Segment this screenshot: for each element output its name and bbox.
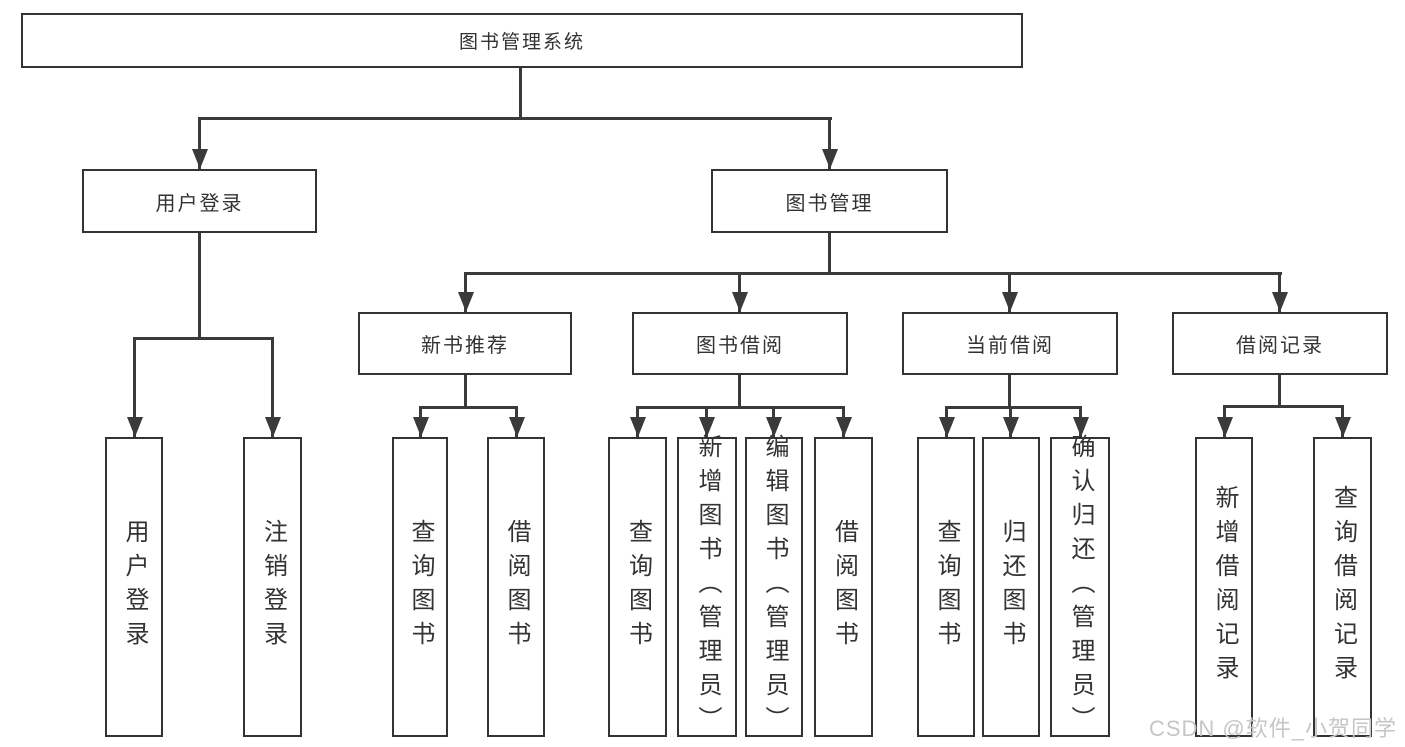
- leaf-br-query-record: 查询借阅记录: [1313, 437, 1372, 737]
- csdn-watermark: CSDN @软件_小贺同学: [1148, 716, 1397, 741]
- arrow-to-leaf-logout: [264, 337, 281, 437]
- leaf-cb-confirm-return: 确认归还（管理员）: [1050, 434, 1110, 740]
- connector-root-stub: [519, 68, 522, 117]
- node-root-label: 图书管理系统: [458, 32, 585, 53]
- node-user-login-label: 用户登录: [155, 192, 244, 215]
- connector-br-horizontal: [1223, 405, 1344, 408]
- arrow-to-borrow-record: [1271, 272, 1288, 312]
- node-current-borrow: 当前借阅: [902, 312, 1118, 375]
- node-root: 图书管理系统: [21, 13, 1023, 68]
- arrow-cb-confirm-return: [1072, 406, 1089, 437]
- connector-bb-horizontal: [636, 406, 845, 409]
- connector-cb-stub: [1008, 375, 1011, 406]
- leaf-nbr-query-book: 查询图书: [392, 437, 448, 737]
- leaf-br-add-record: 新增借阅记录: [1195, 437, 1253, 737]
- node-new-book-recommend-label: 新书推荐: [421, 335, 509, 357]
- connector-nbr-stub: [464, 375, 467, 406]
- leaf-cb-return-book-label: 归还图书: [998, 519, 1025, 655]
- arrow-bb-add-book: [698, 406, 715, 437]
- arrow-to-book-borrow: [731, 272, 748, 312]
- leaf-logout: 注销登录: [243, 437, 302, 737]
- connector-nbr-horizontal: [419, 406, 518, 409]
- arrow-bb-query-book: [629, 406, 646, 437]
- leaf-bb-borrow-book-label: 借阅图书: [830, 519, 858, 655]
- leaf-nbr-borrow-book-label: 借阅图书: [503, 519, 530, 655]
- node-borrow-record: 借阅记录: [1172, 312, 1388, 375]
- connector-book-mgmt-stub: [828, 233, 831, 272]
- leaf-user-login-label: 用户登录: [121, 519, 148, 655]
- leaf-user-login: 用户登录: [105, 437, 163, 737]
- leaf-cb-query-book-label: 查询图书: [933, 519, 960, 655]
- leaf-bb-edit-book: 编辑图书（管理员）: [745, 434, 803, 740]
- arrow-nbr-query-book: [412, 406, 429, 437]
- leaf-bb-add-book-label: 新增图书（管理员）: [694, 434, 721, 740]
- connector-user-login-stub: [198, 233, 201, 337]
- leaf-cb-return-book: 归还图书: [982, 437, 1040, 737]
- leaf-logout-label: 注销登录: [259, 519, 287, 655]
- leaf-br-query-record-label: 查询借阅记录: [1329, 485, 1357, 689]
- node-book-borrow-label: 图书借阅: [696, 335, 784, 357]
- arrow-to-new-book-rec: [457, 272, 474, 312]
- arrow-bb-borrow-book: [835, 406, 852, 437]
- connector-cb-horizontal: [945, 406, 1082, 409]
- arrow-br-query-record: [1334, 405, 1351, 437]
- node-borrow-record-label: 借阅记录: [1236, 335, 1324, 357]
- leaf-bb-query-book-label: 查询图书: [624, 519, 652, 655]
- arrow-to-leaf-user-login: [126, 337, 143, 437]
- connector-level1-horizontal: [198, 117, 832, 120]
- arrow-br-add-record: [1216, 405, 1233, 437]
- connector-bb-stub: [738, 375, 741, 406]
- connector-user-login-horizontal: [133, 337, 274, 340]
- leaf-bb-edit-book-label: 编辑图书（管理员）: [761, 434, 788, 740]
- leaf-nbr-query-book-label: 查询图书: [407, 519, 434, 655]
- node-user-login: 用户登录: [82, 169, 317, 233]
- leaf-br-add-record-label: 新增借阅记录: [1211, 485, 1238, 689]
- arrow-to-current-borrow: [1001, 272, 1018, 312]
- connector-br-stub: [1278, 375, 1281, 405]
- leaf-cb-query-book: 查询图书: [917, 437, 975, 737]
- node-current-borrow-label: 当前借阅: [966, 335, 1054, 357]
- arrow-to-user-login: [191, 117, 208, 169]
- leaf-bb-query-book: 查询图书: [608, 437, 667, 737]
- arrow-cb-return-book: [1002, 406, 1019, 437]
- node-book-borrow: 图书借阅: [632, 312, 848, 375]
- leaf-nbr-borrow-book: 借阅图书: [487, 437, 545, 737]
- connector-level3-horizontal: [464, 272, 1282, 275]
- arrow-to-book-mgmt: [821, 117, 838, 169]
- node-book-mgmt-label: 图书管理: [785, 192, 874, 215]
- node-book-mgmt: 图书管理: [711, 169, 948, 233]
- arrow-nbr-borrow-book: [508, 406, 525, 437]
- arrow-cb-query-book: [938, 406, 955, 437]
- leaf-bb-add-book: 新增图书（管理员）: [677, 434, 737, 740]
- leaf-cb-confirm-return-label: 确认归还（管理员）: [1067, 434, 1094, 740]
- leaf-bb-borrow-book: 借阅图书: [814, 437, 873, 737]
- arrow-bb-edit-book: [765, 406, 782, 437]
- node-new-book-recommend: 新书推荐: [358, 312, 572, 375]
